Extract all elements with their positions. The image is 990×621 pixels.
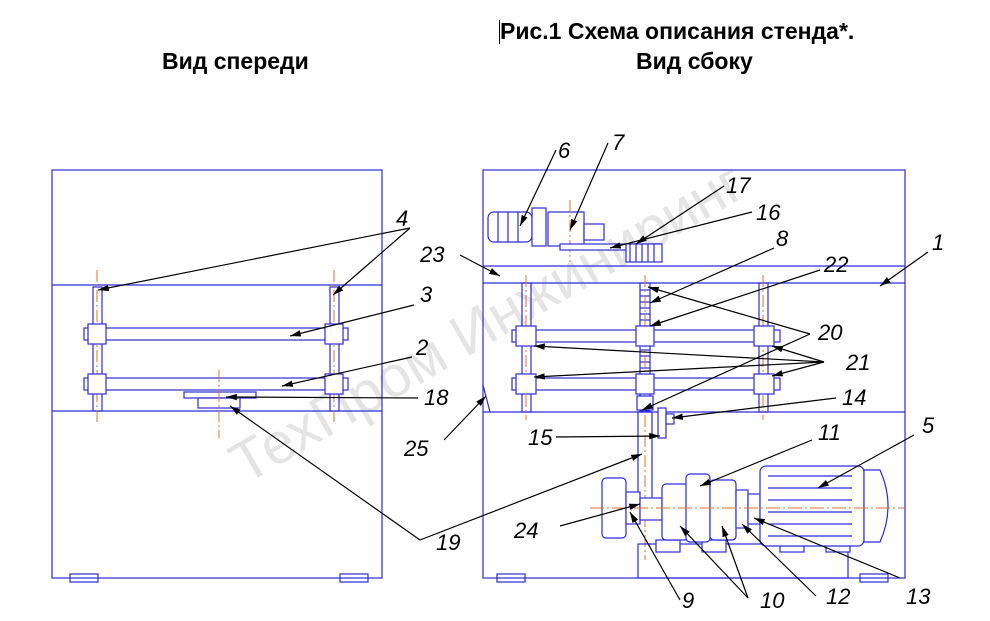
front-view: [51, 169, 383, 583]
side-view-label: Вид сбоку: [636, 48, 753, 74]
callout-17: 17: [726, 173, 751, 198]
callout-25: 25: [403, 436, 429, 461]
callout-1: 1: [932, 230, 944, 255]
callout-15: 15: [528, 425, 553, 450]
callout-23: 23: [419, 242, 445, 267]
callout-6: 6: [558, 138, 571, 163]
callout-22: 22: [823, 252, 848, 277]
front-frame: [51, 169, 383, 579]
callout-3: 3: [420, 282, 433, 307]
callout-14: 14: [842, 385, 866, 410]
callouts: 1 2 3 4 5 6 7 8 9 10 11 12: [97, 130, 944, 613]
callout-11: 11: [818, 420, 841, 445]
callout-4: 4: [396, 206, 408, 231]
text-cursor: [499, 20, 500, 44]
callout-16: 16: [756, 200, 781, 225]
callout-8: 8: [776, 226, 789, 251]
front-view-label: Вид спереди: [162, 48, 309, 74]
callout-9: 9: [682, 588, 694, 613]
callout-19: 19: [436, 530, 460, 555]
callout-21: 21: [845, 350, 870, 375]
watermark: ТехПром Инжиниринг: [219, 149, 755, 496]
callout-24: 24: [513, 518, 538, 543]
callout-13: 13: [906, 584, 931, 609]
callout-10: 10: [760, 588, 785, 613]
callout-18: 18: [424, 385, 449, 410]
callout-5: 5: [922, 413, 935, 438]
callout-2: 2: [415, 335, 428, 360]
callout-20: 20: [817, 320, 843, 345]
side-view: [482, 169, 906, 583]
callout-12: 12: [826, 584, 850, 609]
figure-title: Рис.1 Схема описания стенда*.: [500, 18, 855, 44]
callout-7: 7: [612, 130, 625, 155]
